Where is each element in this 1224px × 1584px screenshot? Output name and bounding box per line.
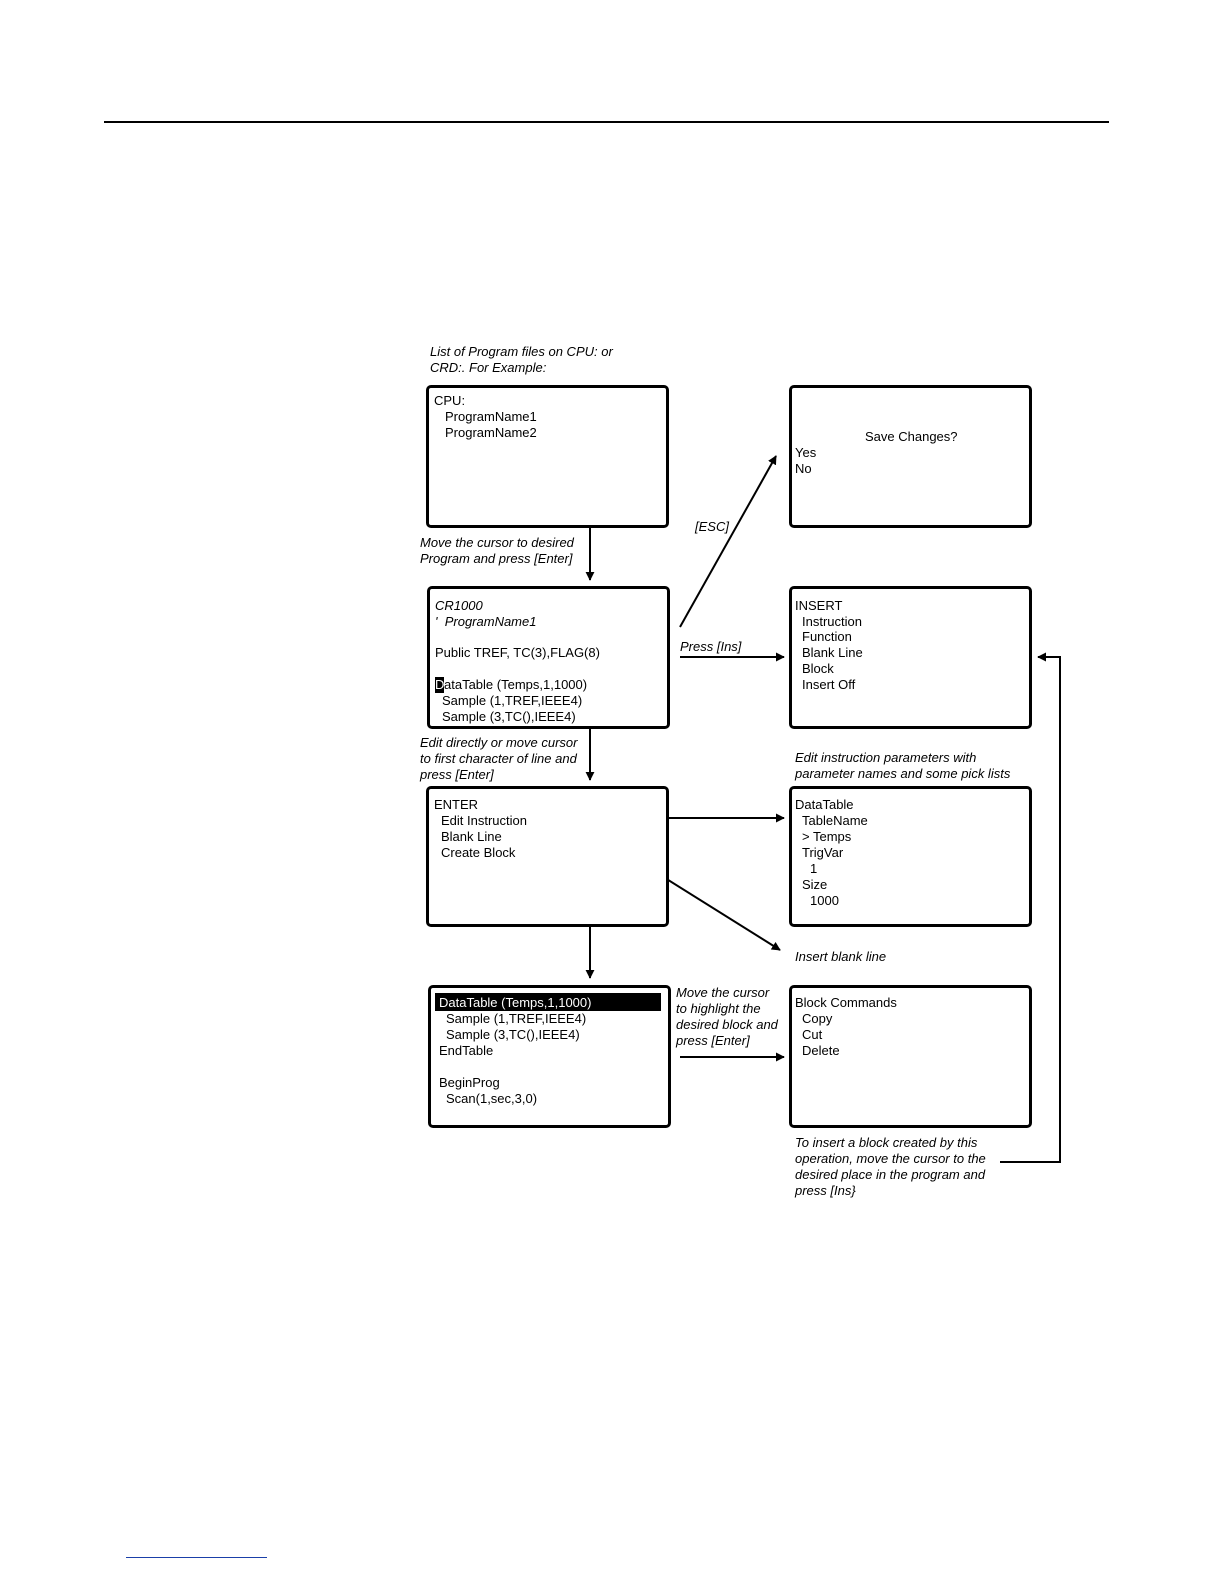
enter-item-edit-instruction[interactable]: Edit Instruction bbox=[441, 813, 527, 828]
param-value-size[interactable]: 1000 bbox=[810, 893, 839, 908]
screen-save-changes: Save Changes? Yes No bbox=[789, 385, 1032, 528]
block-command-delete[interactable]: Delete bbox=[802, 1043, 840, 1058]
screen-enter-menu: ENTER Edit Instruction Blank Line Create… bbox=[426, 786, 669, 927]
block-highlighted-line[interactable]: DataTable (Temps,1,1000) bbox=[439, 995, 592, 1010]
editor-datatable-line[interactable]: DataTable (Temps,1,1000) bbox=[435, 677, 587, 693]
save-option-no[interactable]: No bbox=[795, 461, 812, 476]
block-line[interactable]: Sample (3,TC(),IEEE4) bbox=[446, 1027, 580, 1042]
program-item[interactable]: ProgramName1 bbox=[445, 409, 537, 424]
editor-public-line[interactable]: Public TREF, TC(3),FLAG(8) bbox=[435, 645, 600, 660]
editor-datatable-rest: ataTable (Temps,1,1000) bbox=[444, 677, 588, 692]
enter-title: ENTER bbox=[434, 797, 479, 812]
editor-comment-mark: ' bbox=[435, 614, 438, 629]
cpu-title: CPU: bbox=[434, 393, 466, 408]
note-program-list: List of Program files on CPU: or CRD:. F… bbox=[430, 344, 613, 375]
param-name-trigvar: TrigVar bbox=[802, 845, 844, 860]
datatable-title: DataTable bbox=[795, 797, 854, 812]
editor-sample-line[interactable]: Sample (1,TREF,IEEE4) bbox=[442, 693, 583, 708]
block-command-cut[interactable]: Cut bbox=[802, 1027, 823, 1042]
note-move-cursor-enter: Move the cursor to desired Program and p… bbox=[420, 535, 574, 566]
editor-comment-line: ' ProgramName1 bbox=[435, 614, 536, 630]
insert-item-insert-off[interactable]: Insert Off bbox=[802, 677, 856, 692]
enter-item-blank-line[interactable]: Blank Line bbox=[441, 829, 502, 844]
connector-esc-to-save bbox=[679, 455, 777, 628]
param-value-trigvar[interactable]: 1 bbox=[810, 861, 818, 876]
screen-cpu-list: CPU: ProgramName1 ProgramName2 bbox=[426, 385, 669, 528]
screen-block-select: DataTable (Temps,1,1000) Sample (1,TREF,… bbox=[428, 985, 671, 1128]
header-rule bbox=[104, 121, 1109, 123]
screen-insert-menu: INSERT Instruction Function Blank Line B… bbox=[789, 586, 1032, 729]
insert-title: INSERT bbox=[795, 598, 843, 613]
block-line[interactable]: EndTable bbox=[439, 1043, 494, 1058]
param-name-tablename: TableName bbox=[802, 813, 868, 828]
note-edit-params: Edit instruction parameters with paramet… bbox=[795, 750, 1011, 781]
note-insert-blank: Insert blank line bbox=[795, 949, 887, 964]
save-title: Save Changes? bbox=[865, 429, 958, 444]
editor-sample-line[interactable]: Sample (3,TC(),IEEE4) bbox=[442, 709, 576, 724]
insert-item-block[interactable]: Block bbox=[802, 661, 834, 676]
insert-item-function[interactable]: Function bbox=[802, 629, 852, 644]
program-item[interactable]: ProgramName2 bbox=[445, 425, 537, 440]
note-highlight-block: Move the cursor to highlight the desired… bbox=[676, 985, 778, 1048]
enter-item-create-block[interactable]: Create Block bbox=[441, 845, 516, 860]
block-line[interactable]: Scan(1,sec,3,0) bbox=[446, 1091, 538, 1106]
block-line[interactable]: Sample (1,TREF,IEEE4) bbox=[446, 1011, 587, 1026]
note-edit-directly: Edit directly or move cursor to first ch… bbox=[420, 735, 578, 782]
block-commands-title: Block Commands bbox=[795, 995, 897, 1010]
insert-item-instruction[interactable]: Instruction bbox=[802, 614, 862, 629]
param-name-size: Size bbox=[802, 877, 828, 892]
note-insert-block: To insert a block created by this operat… bbox=[795, 1135, 986, 1198]
screen-datatable-params: DataTable TableName > Temps TrigVar 1 Si… bbox=[789, 786, 1032, 927]
selection-highlight bbox=[435, 993, 661, 1011]
editor-model: CR1000 bbox=[435, 598, 483, 613]
param-value-tablename[interactable]: > Temps bbox=[802, 829, 852, 844]
screen-program-editor: CR1000 ' ProgramName1 Public TREF, TC(3)… bbox=[427, 586, 670, 729]
editor-comment: ProgramName1 bbox=[444, 614, 537, 629]
connector-insert-block-to-insert-menu bbox=[1000, 652, 1061, 1163]
note-press-ins: Press [Ins] bbox=[680, 639, 742, 654]
block-command-copy[interactable]: Copy bbox=[802, 1011, 833, 1026]
save-option-yes[interactable]: Yes bbox=[795, 445, 817, 460]
text-cursor: D bbox=[435, 677, 445, 693]
footer-rule bbox=[126, 1557, 267, 1558]
screen-block-commands: Block Commands Copy Cut Delete bbox=[789, 985, 1032, 1128]
insert-item-blank-line[interactable]: Blank Line bbox=[802, 645, 863, 660]
block-line[interactable]: BeginProg bbox=[439, 1075, 500, 1090]
note-esc: [ESC] bbox=[695, 519, 729, 534]
